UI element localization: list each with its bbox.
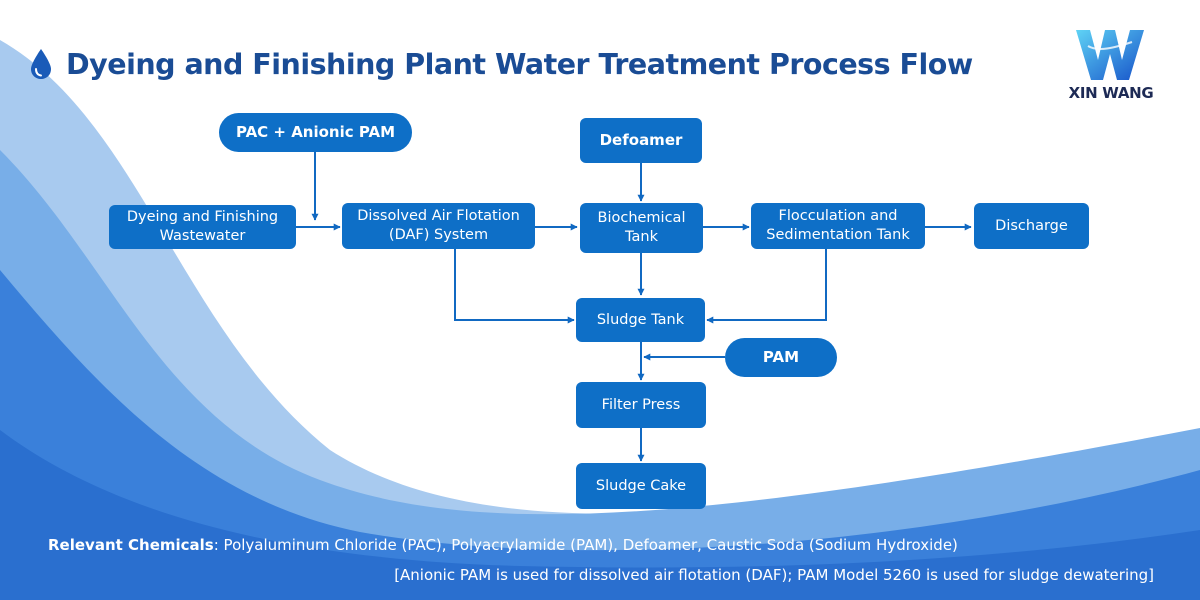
- node-daf-system: Dissolved Air Flotation (DAF) System: [342, 203, 535, 249]
- arrow-flocculation-to-sludge-tank: [706, 248, 827, 324]
- water-drop-icon: [31, 49, 51, 79]
- relevant-chemicals-list: : Polyaluminum Chloride (PAC), Polyacryl…: [213, 536, 958, 554]
- usage-note: [Anionic PAM is used for dissolved air f…: [394, 566, 1154, 584]
- relevant-chemicals-label: Relevant Chemicals: [48, 536, 214, 554]
- node-wastewater: Dyeing and Finishing Wastewater: [109, 205, 296, 249]
- arrow-daf-to-sludge-tank: [454, 248, 575, 324]
- node-pam: PAM: [725, 338, 837, 377]
- relevant-chemicals-line: Relevant Chemicals: Polyaluminum Chlorid…: [48, 536, 958, 554]
- node-discharge: Discharge: [974, 203, 1089, 249]
- node-sludge-cake: Sludge Cake: [576, 463, 706, 509]
- wave-mid: [0, 150, 1200, 600]
- title-bar: Dyeing and Finishing Plant Water Treatme…: [28, 42, 973, 86]
- node-pac-anionic-pam: PAC + Anionic PAM: [219, 113, 412, 152]
- brand-logo: XIN WANG: [1056, 26, 1166, 106]
- wave-deep: [0, 430, 1200, 600]
- node-flocculation-tank: Flocculation and Sedimentation Tank: [751, 203, 925, 249]
- wave-light: [0, 40, 1200, 600]
- node-filter-press: Filter Press: [576, 382, 706, 428]
- node-biochemical-tank: Biochemical Tank: [580, 203, 703, 253]
- logo-w-icon: [1076, 30, 1144, 80]
- wave-dark: [0, 270, 1200, 600]
- node-defoamer: Defoamer: [580, 118, 702, 163]
- page-title: Dyeing and Finishing Plant Water Treatme…: [66, 47, 973, 81]
- node-sludge-tank: Sludge Tank: [576, 298, 705, 342]
- logo-text: XIN WANG: [1068, 84, 1154, 102]
